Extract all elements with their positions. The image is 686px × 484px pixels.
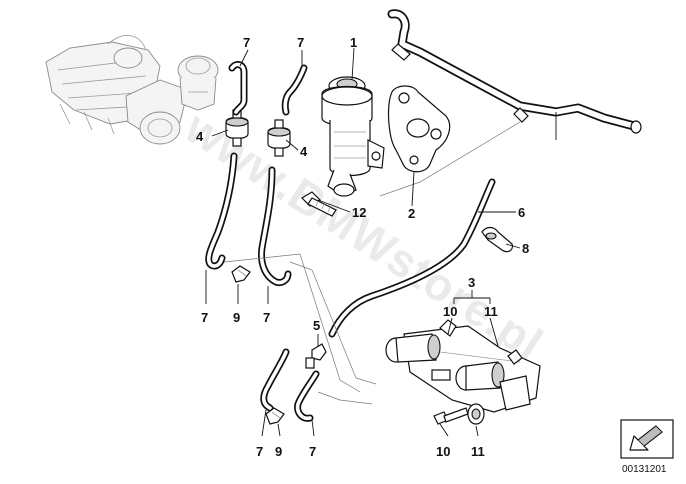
callout-8: 8 [522,241,529,256]
hose-7-top-left [228,61,248,116]
callout-4-left: 4 [196,129,204,144]
orientation-arrow-icon [620,419,674,459]
routing-guides [223,121,521,405]
hose-7-long-right [258,166,292,286]
callout-1: 1 [350,35,357,50]
callout-5: 5 [313,318,320,333]
document-number: 00131201 [622,464,667,475]
clamp-8 [481,226,513,253]
callout-7-bottom-left: 7 [256,444,263,459]
leader-lines [205,47,521,437]
check-valve-4-right [267,119,291,157]
callout-12: 12 [352,205,366,220]
callout-10-upper: 10 [443,304,457,319]
clip-9-upper [231,265,251,283]
hose-7-long-left [205,152,238,270]
hose-6-long [328,178,496,338]
callout-2: 2 [408,206,415,221]
callout-7-top-right: 7 [297,35,304,50]
callout-9-lower: 9 [275,444,282,459]
callout-11-upper: 11 [484,304,498,319]
callout-7-bottom-right: 7 [309,444,316,459]
hose-7-lower-left [260,348,290,412]
vacuum-pipe-6 [387,9,642,140]
callout-7-mid-right: 7 [263,310,270,325]
screw-10 [433,407,469,425]
gasket-2 [387,85,451,173]
hose-7-top-right [281,64,308,116]
callout-9-upper: 9 [233,310,240,325]
callouts: 7 7 1 4 4 12 2 6 8 3 10 11 7 9 7 5 7 9 7… [196,35,529,459]
clip-9-lower [265,407,285,425]
callout-4-right: 4 [300,144,308,159]
callout-11-lower: 11 [471,444,485,459]
fitting-5 [305,343,327,369]
callout-6: 6 [518,205,525,220]
intake-manifold-ghost [45,35,189,145]
egr-valve-1 [321,76,385,197]
callout-7-top-left: 7 [243,35,250,50]
callout-3: 3 [468,275,475,290]
hose-7-lower-right [294,370,320,422]
egr-valve-ghost [177,55,219,111]
bolt-12 [301,191,337,217]
solenoid-valve-block-3 [385,319,541,413]
grommet-11 [467,403,485,425]
callout-7-mid-left: 7 [201,310,208,325]
callout-10-lower: 10 [436,444,450,459]
